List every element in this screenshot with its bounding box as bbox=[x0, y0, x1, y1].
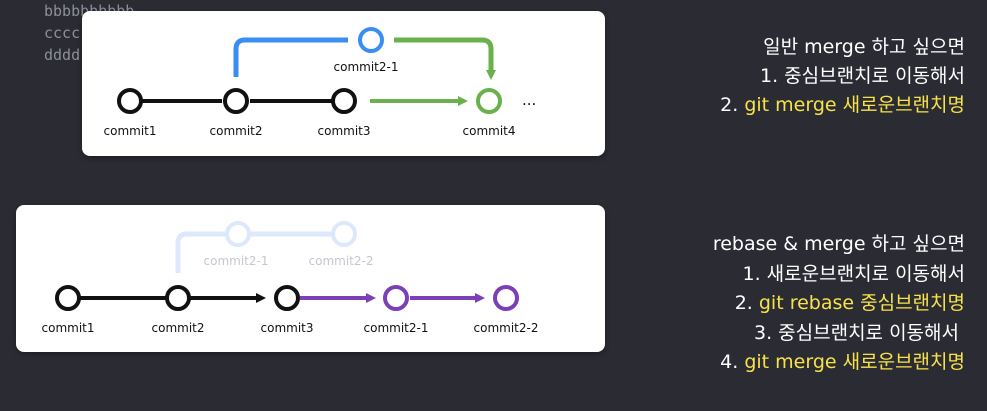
node-commit3 bbox=[274, 285, 300, 311]
merge-diagram-card: commit1 commit2 commit3 commit4 commit2-… bbox=[82, 11, 605, 156]
code-line-2: cccc bbox=[44, 24, 81, 42]
node-commit2 bbox=[165, 285, 191, 311]
merge-step-1: 1. 중심브랜치로 이동해서 bbox=[759, 65, 965, 87]
rebase-step-1: 1. 새로운브랜치로 이동해서 bbox=[742, 262, 966, 285]
code-line-3: dddd bbox=[44, 46, 81, 64]
rebase-title: rebase & merge 하고 싶으면 bbox=[712, 233, 965, 255]
rebase-step-4-prefix: 4. bbox=[720, 351, 745, 373]
rebase-step-2-command: git rebase 중심브랜치명 bbox=[758, 292, 965, 314]
node-commit2 bbox=[223, 88, 249, 114]
label-commit2: commit2 bbox=[210, 124, 263, 138]
rebase-step-4: 4. git merge 새로운브랜치명 bbox=[713, 348, 965, 378]
rebase-step-2: 2. git rebase 중심브랜치명 bbox=[713, 289, 965, 319]
label-commit2: commit2 bbox=[152, 321, 205, 335]
merge-diagram: commit1 commit2 commit3 commit4 commit2-… bbox=[104, 27, 536, 138]
label-commit2-2: commit2-2 bbox=[474, 321, 539, 335]
node-commit1 bbox=[117, 88, 143, 114]
ellipsis: ... bbox=[522, 91, 536, 109]
rebase-diagram-card: commit2-1 commit2-2 commit1 commit2 comm… bbox=[16, 205, 605, 352]
rebase-diagram: commit2-1 commit2-2 commit1 commit2 comm… bbox=[42, 221, 539, 335]
label-faded-commit2-1: commit2-1 bbox=[204, 254, 269, 268]
label-commit2-1: commit2-1 bbox=[334, 60, 399, 74]
label-faded-commit2-2: commit2-2 bbox=[309, 254, 374, 268]
rebase-step-2-prefix: 2. bbox=[734, 292, 759, 314]
edge-commit2-1-commit4 bbox=[394, 37, 496, 80]
rebase-instructions: rebase & merge 하고 싶으면 1. 새로운브랜치로 이동해서 2.… bbox=[713, 230, 965, 378]
node-faded-commit2-1 bbox=[225, 221, 251, 247]
merge-step-2: 2. git merge 새로운브랜치명 bbox=[720, 91, 965, 120]
label-commit4: commit4 bbox=[463, 124, 516, 138]
node-commit4 bbox=[476, 88, 502, 114]
merge-step-2-prefix: 2. bbox=[720, 94, 745, 116]
rebase-step-3: 3. 중심브랜치로 이동해서 bbox=[753, 321, 959, 344]
edge-commit2-commit2-1 bbox=[233, 37, 348, 77]
merge-title: 일반 merge 하고 싶으면 bbox=[763, 36, 965, 58]
label-commit1: commit1 bbox=[42, 321, 95, 335]
node-commit1 bbox=[55, 285, 81, 311]
merge-step-2-command: git merge 새로운브랜치명 bbox=[744, 94, 965, 116]
node-commit2-2 bbox=[493, 285, 519, 311]
node-commit3 bbox=[331, 88, 357, 114]
merge-instructions: 일반 merge 하고 싶으면 1. 중심브랜치로 이동해서 2. git me… bbox=[720, 33, 965, 120]
node-commit2-1 bbox=[383, 285, 409, 311]
label-commit3: commit3 bbox=[261, 321, 314, 335]
rebase-step-4-command: git merge 새로운브랜치명 bbox=[744, 351, 965, 373]
node-faded-commit2-2 bbox=[331, 221, 357, 247]
node-commit2-1 bbox=[358, 27, 384, 53]
edge-faded-branch bbox=[175, 231, 226, 273]
label-commit1: commit1 bbox=[104, 124, 157, 138]
label-commit2-1: commit2-1 bbox=[364, 321, 429, 335]
label-commit3: commit3 bbox=[318, 124, 371, 138]
